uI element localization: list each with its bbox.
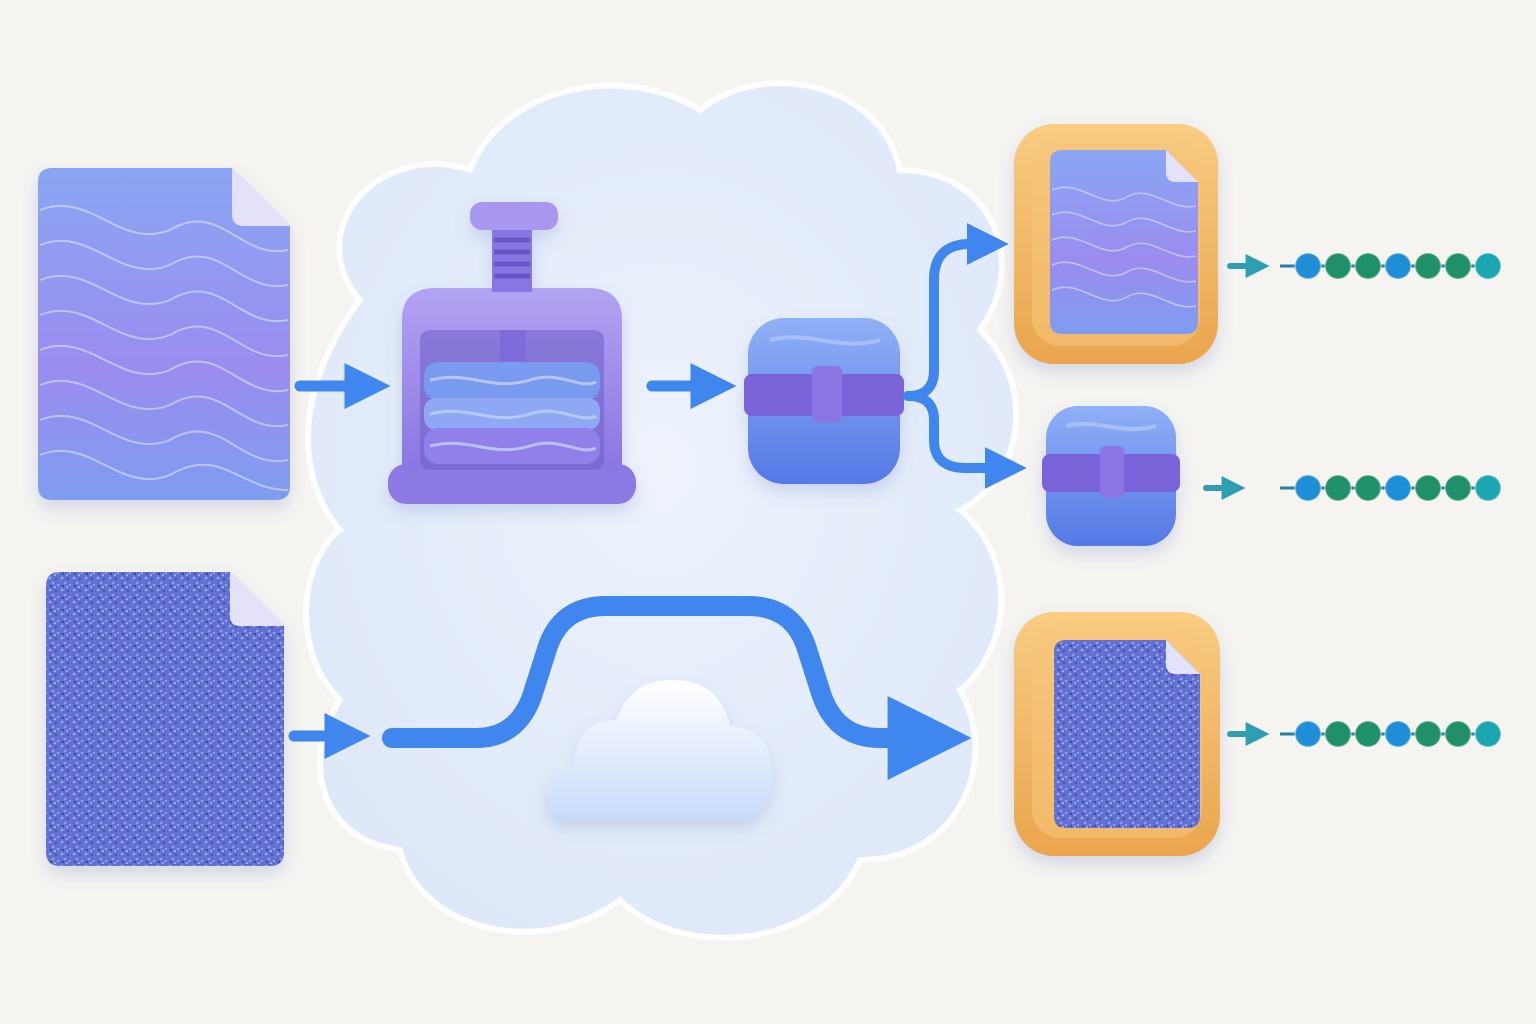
bead: [1474, 474, 1502, 502]
arrow-box-to-small-box: [903, 391, 1027, 489]
bead: [1444, 252, 1472, 280]
strapped-box-small-icon: [1042, 406, 1180, 546]
bead: [1384, 474, 1412, 502]
bead: [1444, 474, 1472, 502]
compression-press-icon: [388, 202, 636, 504]
bead: [1414, 474, 1442, 502]
bead: [1324, 720, 1352, 748]
bead: [1324, 474, 1352, 502]
bead: [1324, 252, 1352, 280]
arrow-box-to-framed-doc: [903, 223, 1009, 401]
bead-chain-icon-3: [1227, 720, 1502, 748]
bead: [1354, 720, 1382, 748]
cloud-icon: [546, 680, 772, 820]
bead: [1384, 720, 1412, 748]
framed-noise-document-icon: [1014, 612, 1220, 856]
bead: [1474, 252, 1502, 280]
bead: [1414, 720, 1442, 748]
bead: [1294, 252, 1322, 280]
bead: [1384, 252, 1412, 280]
bypass-pipe: [382, 596, 972, 780]
bead: [1444, 720, 1472, 748]
wavy-document-icon: [38, 168, 290, 500]
bead: [1354, 474, 1382, 502]
bead: [1474, 720, 1502, 748]
bead-chain-icon-1: [1227, 252, 1502, 280]
bead: [1294, 474, 1322, 502]
strapped-box-icon: [744, 318, 904, 484]
bead: [1354, 252, 1382, 280]
bead: [1294, 720, 1322, 748]
bead: [1414, 252, 1442, 280]
noise-document-icon: [46, 572, 284, 866]
framed-wavy-document-icon: [1014, 124, 1218, 364]
bead-chain-icon-2: [1203, 474, 1502, 502]
